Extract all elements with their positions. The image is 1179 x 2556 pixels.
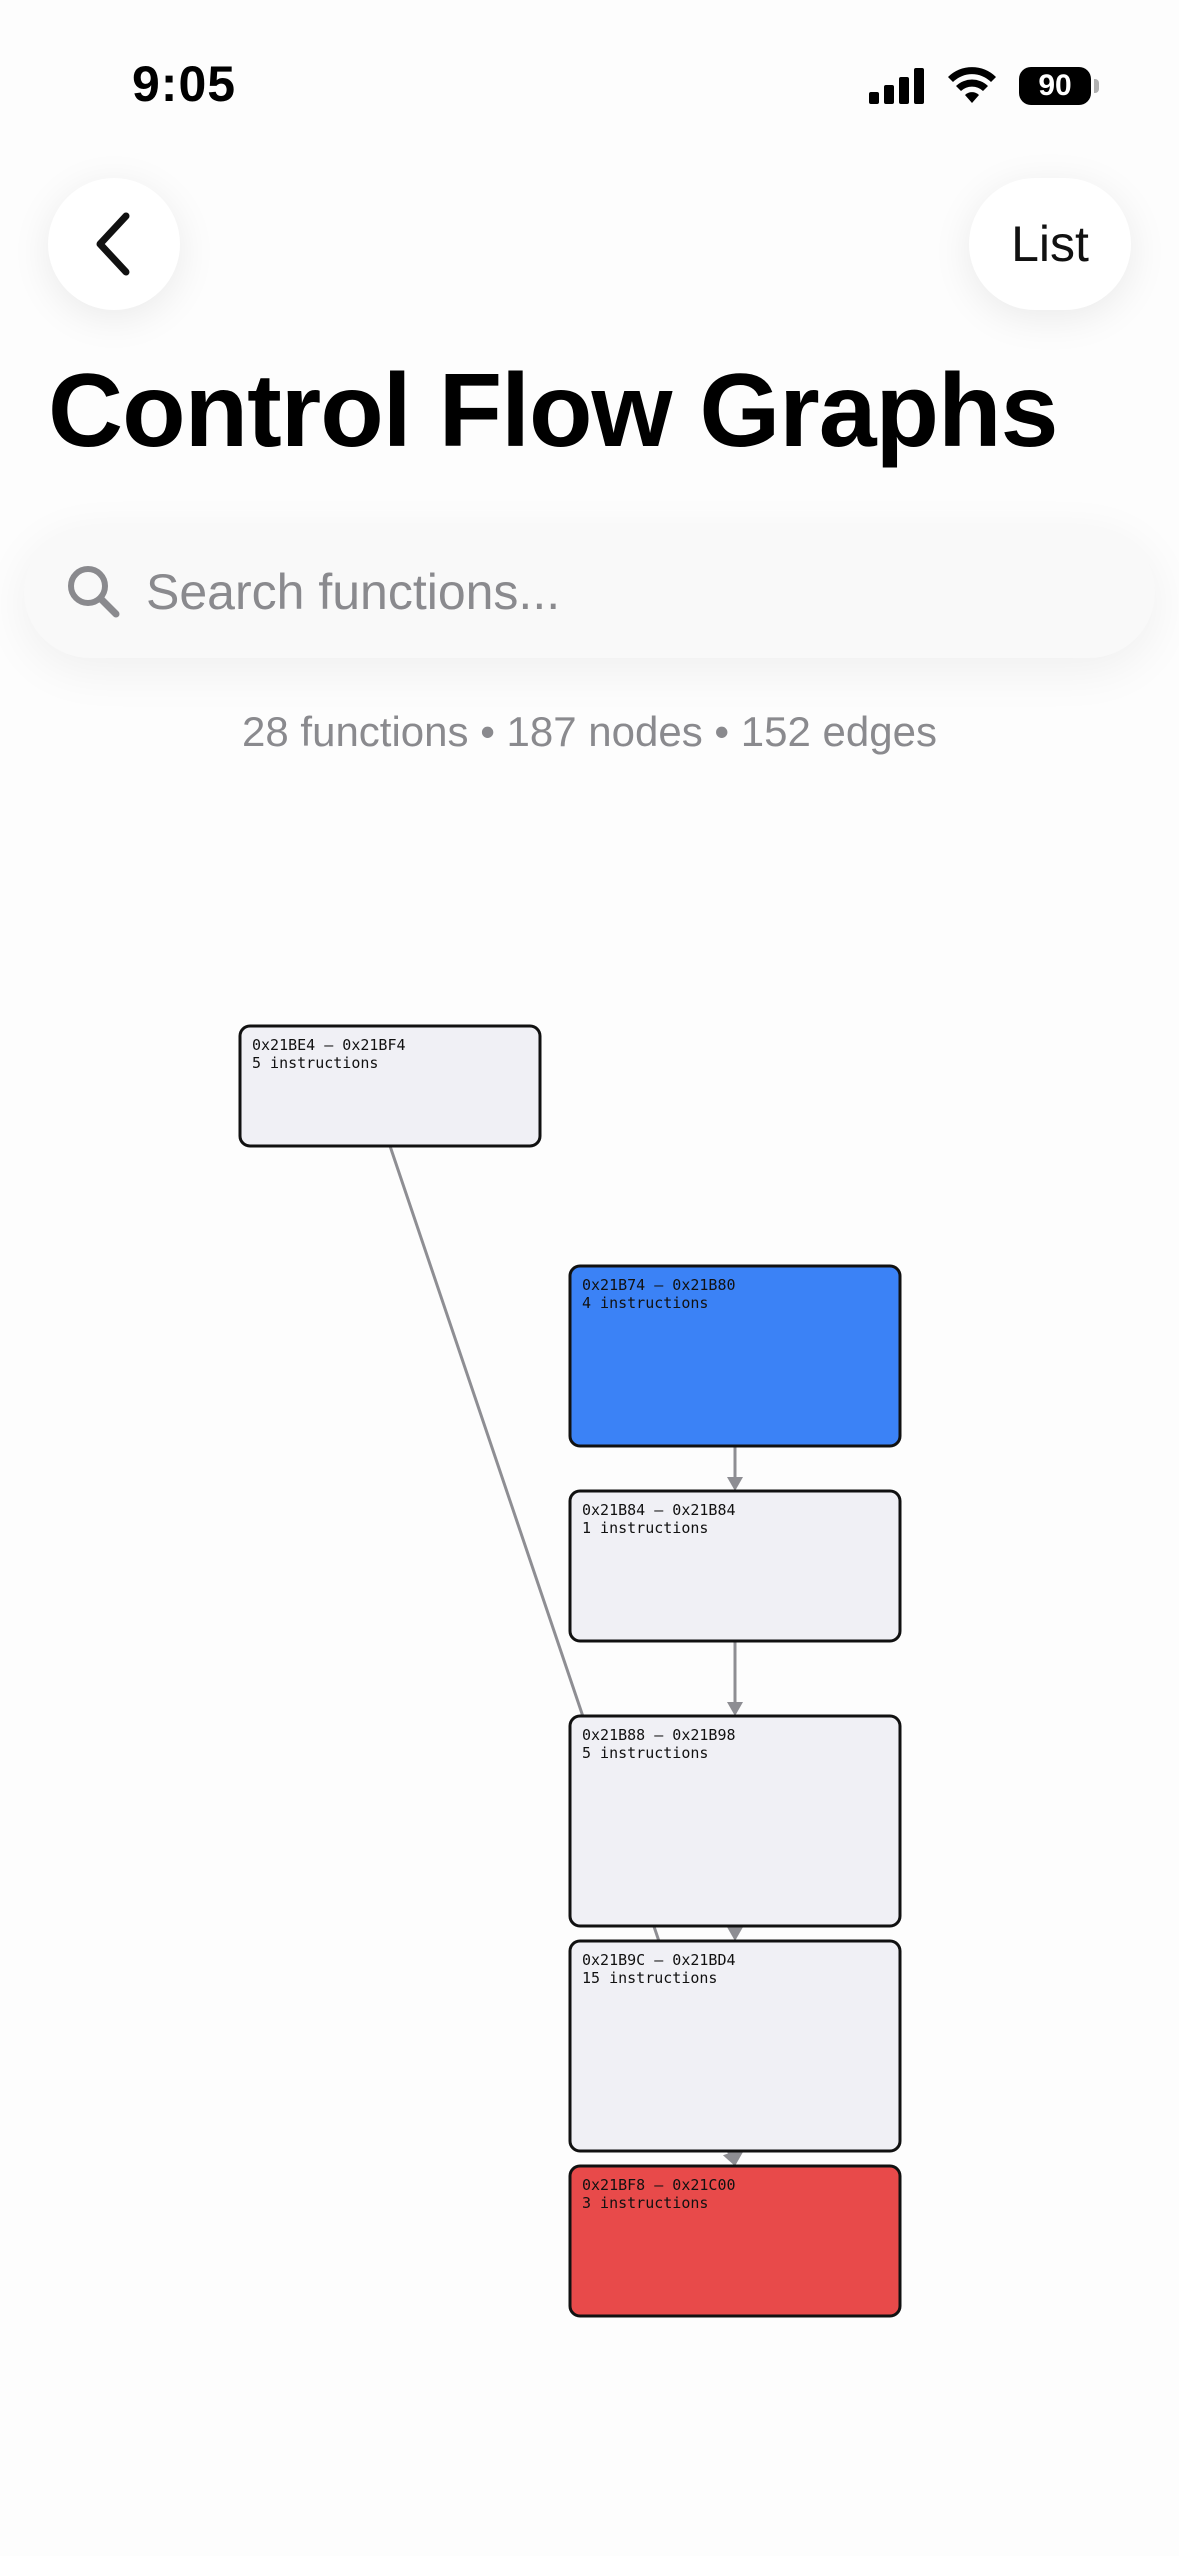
graph-stats: 28 functions • 187 nodes • 152 edges: [242, 708, 937, 755]
status-time: 9:05: [132, 56, 237, 112]
node-instruction-count: 4 instructions: [582, 1294, 708, 1312]
node-box: [568, 2164, 902, 2318]
cfg-edge: [727, 1446, 743, 1491]
chevron-left-icon: [96, 212, 130, 276]
edge-arrowhead: [727, 1702, 743, 1716]
node-box: [568, 1714, 902, 1928]
node-box: [568, 1489, 902, 1643]
battery-icon: 90: [1019, 67, 1099, 105]
cfg-edge: [727, 1926, 743, 1941]
status-icons: 90: [869, 62, 1099, 110]
node-box: [238, 1024, 542, 1148]
cfg-edge: [727, 1641, 743, 1716]
node-address-range: 0x21BF8 – 0x21C00: [582, 2176, 736, 2194]
node-address-range: 0x21B74 – 0x21B80: [582, 1276, 736, 1294]
node-instruction-count: 3 instructions: [582, 2194, 708, 2212]
node-instruction-count: 5 instructions: [582, 1744, 708, 1762]
page-title: Control Flow Graphs: [48, 353, 1058, 469]
search-icon: [64, 562, 124, 622]
search-input[interactable]: [144, 562, 1048, 622]
node-address-range: 0x21B88 – 0x21B98: [582, 1726, 736, 1744]
list-button[interactable]: List: [969, 178, 1131, 310]
node-address-range: 0x21B9C – 0x21BD4: [582, 1951, 736, 1969]
node-address-range: 0x21B84 – 0x21B84: [582, 1501, 736, 1519]
back-button[interactable]: [48, 178, 180, 310]
node-box: [568, 1939, 902, 2153]
battery-level: 90: [1038, 69, 1072, 102]
edge-arrowhead: [722, 2150, 739, 2166]
search-bar[interactable]: [24, 526, 1155, 658]
node-instruction-count: 5 instructions: [252, 1054, 378, 1072]
wifi-icon: [948, 67, 996, 103]
node-instruction-count: 15 instructions: [582, 1969, 717, 1987]
edge-arrowhead: [727, 1927, 743, 1941]
signal-bars-icon: [869, 68, 924, 104]
edge-arrowhead: [727, 1477, 743, 1491]
node-instruction-count: 1 instructions: [582, 1519, 708, 1537]
node-box: [568, 1264, 902, 1448]
node-address-range: 0x21BE4 – 0x21BF4: [252, 1036, 406, 1054]
